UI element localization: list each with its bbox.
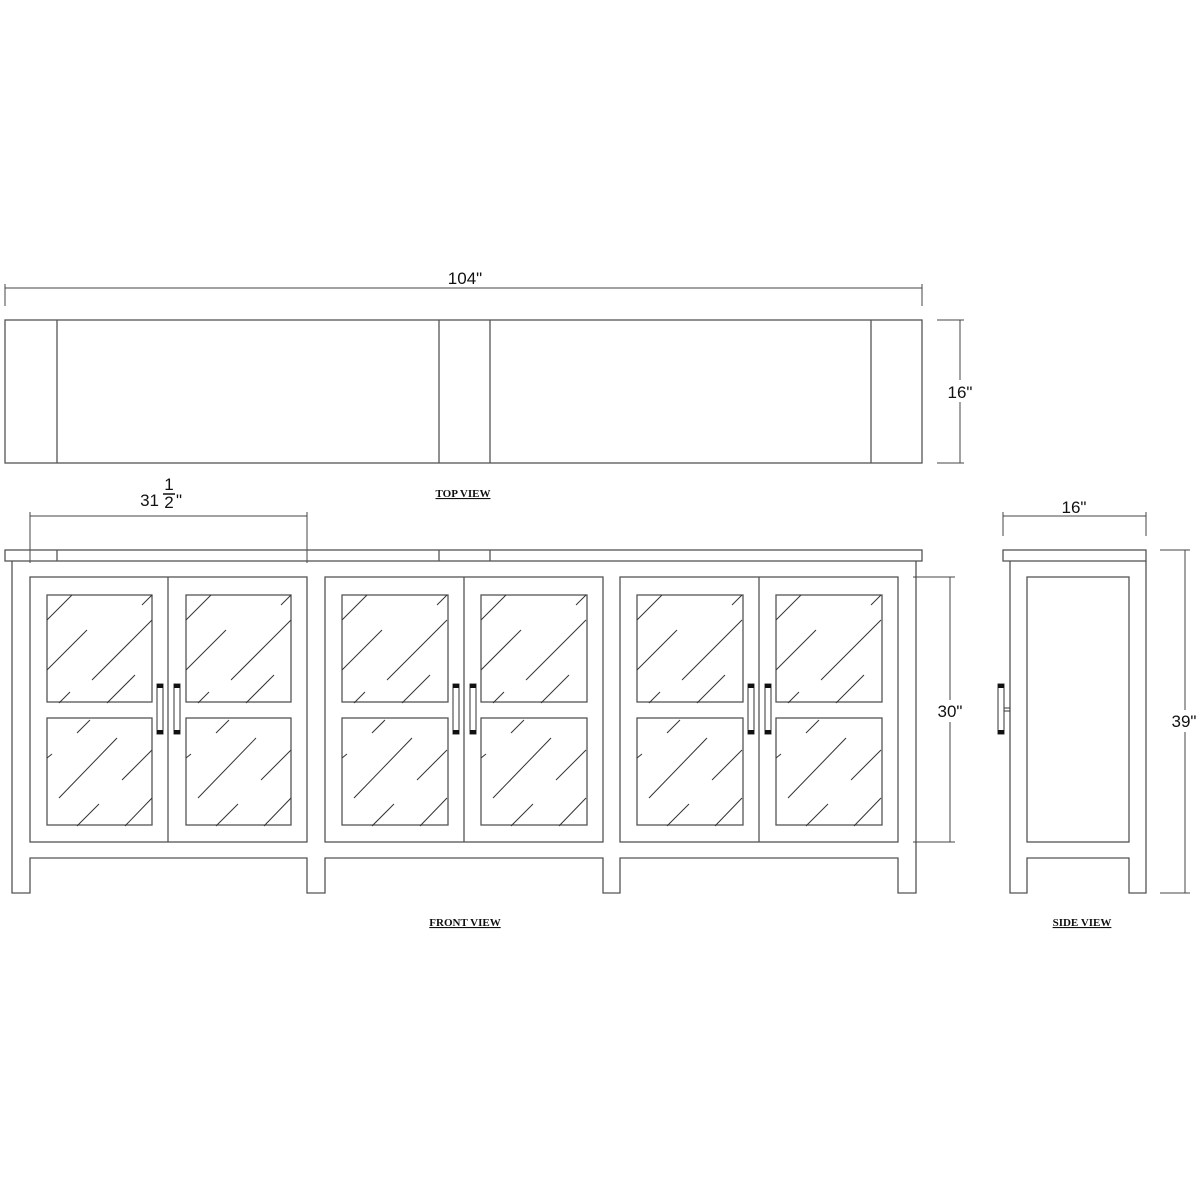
top-view: 104" 16" TOP VIEW <box>4 269 976 500</box>
top-outline <box>4 319 923 464</box>
door-bay-1 <box>29 576 308 843</box>
front-view: 31 1 2 " <box>4 475 968 929</box>
side-height-label: 39" <box>1172 712 1197 731</box>
side-handle <box>997 683 1005 735</box>
top-view-label: TOP VIEW <box>436 488 491 500</box>
top-width-label: 104" <box>448 269 482 288</box>
side-depth-dimension: 16" <box>1002 498 1147 536</box>
door-handle-right <box>173 683 181 735</box>
door-bay-2 <box>324 576 604 843</box>
bay-width-whole: 31 <box>140 491 159 510</box>
bay-width-numerator: 1 <box>164 475 173 494</box>
top-depth-dimension: 16" <box>937 319 976 464</box>
top-depth-label: 16" <box>948 383 973 402</box>
door-handle-left <box>156 683 164 735</box>
door-height-label: 30" <box>938 702 963 721</box>
side-view: 16" 39" SIDE VIEW <box>997 498 1200 929</box>
bay-width-dimension: 31 1 2 " <box>29 475 308 563</box>
front-view-label: FRONT VIEW <box>429 917 500 929</box>
bay-width-denominator: 2 <box>164 493 173 512</box>
side-height-dimension: 39" <box>1160 549 1200 894</box>
bay-width-unit: " <box>176 491 182 510</box>
top-width-dimension: 104" <box>4 269 923 306</box>
door-height-dimension: 30" <box>913 576 968 843</box>
door-bay-3 <box>619 576 899 843</box>
side-view-label: SIDE VIEW <box>1053 917 1112 929</box>
side-depth-label: 16" <box>1062 498 1087 517</box>
